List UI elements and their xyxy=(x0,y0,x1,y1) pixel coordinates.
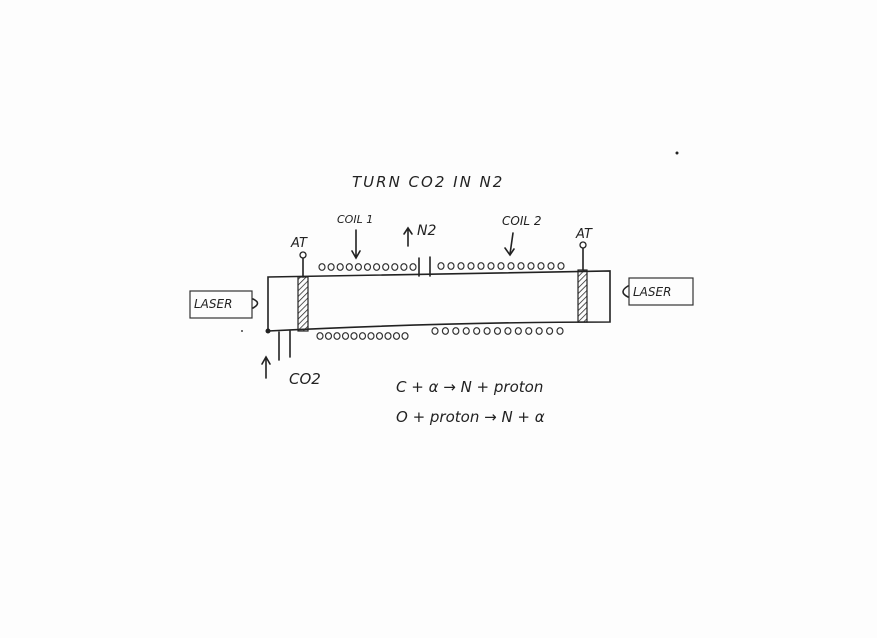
coil-2-turn-bottom xyxy=(452,327,460,335)
coil-windings xyxy=(316,262,565,340)
coil-1-turn-bottom xyxy=(401,332,409,340)
coil-2-turn-top xyxy=(547,262,555,270)
coil-2-turn-bottom xyxy=(545,327,554,335)
at-plate-left xyxy=(297,276,309,332)
coil-2-turn-bottom xyxy=(525,327,533,335)
laser-right-box xyxy=(628,277,694,306)
at-plate-right xyxy=(577,269,588,323)
at-label-left: AT xyxy=(290,236,308,251)
coil-2-turn-bottom xyxy=(462,327,470,335)
coil-2-turn-top xyxy=(477,262,485,270)
coil-1-turn-bottom xyxy=(367,332,375,340)
n2-label: N2 xyxy=(417,223,436,239)
tube-corner-dot xyxy=(265,328,271,334)
coil-1-turn-bottom xyxy=(316,332,324,340)
coil-2-turn-top xyxy=(437,262,445,270)
coil-2-turn-top xyxy=(497,262,505,270)
title: TURN CO2 IN N2 xyxy=(352,173,504,191)
coil-1-turn-top xyxy=(409,263,417,271)
coil-1-turn-top xyxy=(373,263,381,271)
coil-2-turn-bottom xyxy=(431,327,439,335)
coil-1-turn-top xyxy=(327,263,335,271)
at-pin-left xyxy=(299,251,307,259)
coil-1-turn-top xyxy=(318,263,326,271)
coil-2-turn-bottom xyxy=(514,327,522,335)
coil2-label: COIL 2 xyxy=(502,214,542,228)
coil-2-turn-bottom xyxy=(473,327,481,335)
equation-2: O + proton → N + α xyxy=(396,408,545,426)
coil-1-turn-bottom xyxy=(384,332,392,340)
coil-2-turn-top xyxy=(507,262,515,270)
coil-2-turn-top xyxy=(537,262,545,270)
coil-2-turn-bottom xyxy=(441,327,450,335)
coil2-arrow-icon xyxy=(504,232,515,257)
coil-2-turn-top xyxy=(487,262,495,270)
coil-2-turn-top xyxy=(557,262,565,270)
coil1-arrow-icon xyxy=(351,229,361,260)
coil-1-turn-bottom xyxy=(341,332,350,340)
coil-1-turn-bottom xyxy=(324,332,333,340)
coil1-label: COIL 1 xyxy=(337,213,373,226)
coil-2-turn-bottom xyxy=(535,327,543,335)
laser-left-label: LASER xyxy=(194,297,232,311)
coil-1-turn-top xyxy=(354,263,362,271)
coil-2-turn-bottom xyxy=(504,327,512,335)
n2-arrow-icon xyxy=(403,226,413,247)
at-label-right: AT xyxy=(575,227,593,242)
co2-arrow-icon xyxy=(261,355,271,379)
coil-2-turn-top xyxy=(467,262,475,270)
coil-1-turn-bottom xyxy=(392,332,401,340)
coil-1-turn-bottom xyxy=(350,332,358,340)
coil-2-turn-top xyxy=(517,262,525,270)
coil-1-turn-bottom xyxy=(358,332,367,340)
laser-right-label: LASER xyxy=(633,285,671,299)
laser-left-box xyxy=(189,290,253,319)
coil-2-turn-top xyxy=(447,262,455,270)
coil-1-turn-top xyxy=(345,263,353,271)
coil-2-turn-bottom xyxy=(483,327,491,335)
equation-1: C + α → N + proton xyxy=(396,378,543,396)
tube xyxy=(267,270,611,332)
at-pin-right xyxy=(579,241,587,249)
coil-1-turn-top xyxy=(382,263,390,271)
coil-1-turn-top xyxy=(391,263,399,271)
coil-1-turn-top xyxy=(363,263,372,271)
coil-2-turn-bottom xyxy=(556,327,564,335)
coil-2-turn-top xyxy=(457,262,465,270)
coil-2-turn-top xyxy=(527,262,535,270)
coil-1-turn-bottom xyxy=(333,332,341,340)
co2-label: CO2 xyxy=(289,370,321,388)
coil-1-turn-top xyxy=(400,263,408,271)
coil-1-turn-bottom xyxy=(375,332,384,340)
coil-2-turn-bottom xyxy=(493,327,502,335)
coil-1-turn-top xyxy=(336,263,344,271)
